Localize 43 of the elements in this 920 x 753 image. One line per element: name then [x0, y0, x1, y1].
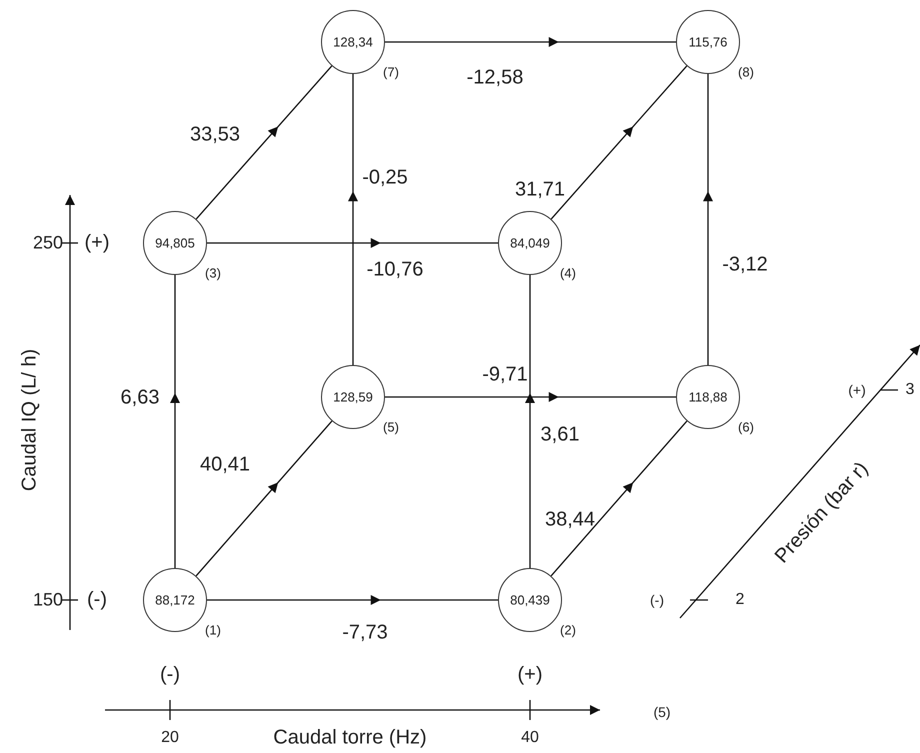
node-number: (2) — [560, 622, 576, 638]
node-number: (8) — [738, 64, 754, 80]
edge-label: 33,53 — [190, 124, 240, 146]
edge-label: -10,76 — [366, 258, 424, 282]
level-sign: (-) — [160, 664, 180, 686]
edge-label: 6,63 — [120, 386, 160, 410]
edge-label: -9,71 — [482, 364, 528, 386]
tick-label: 20 — [161, 729, 179, 747]
edge-label: 40,41 — [200, 454, 250, 476]
node-number: (3) — [205, 266, 221, 280]
axis-title: Caudal torre (Hz) — [273, 726, 427, 750]
node-value: 128,59 — [332, 390, 374, 404]
node-value: 128,34 — [332, 34, 374, 50]
level-sign: (+) — [518, 664, 542, 686]
edge-label: 3,61 — [540, 424, 580, 446]
tick-label: 150 — [32, 590, 64, 610]
level-sign: (-) — [650, 592, 664, 608]
node-number: (6) — [738, 420, 754, 434]
edge-label: -3,12 — [722, 254, 768, 276]
node-value: 84,049 — [509, 236, 551, 250]
node-number: (4) — [560, 266, 576, 280]
node-value: 118,88 — [688, 390, 728, 404]
node-value: 80,439 — [509, 592, 551, 608]
node-value: 88,172 — [154, 592, 196, 608]
node-number: (5) — [383, 420, 399, 434]
node-value: 115,76 — [688, 34, 728, 50]
level-sign: (-) — [87, 588, 107, 612]
node-value: 94,805 — [154, 236, 196, 250]
level-sign: (+) — [848, 382, 866, 398]
edge-label: 31,71 — [514, 178, 566, 202]
node-number: (7) — [383, 64, 399, 80]
edge-label: 38,44 — [544, 508, 596, 532]
level-sign: (+) — [84, 232, 110, 254]
tick-label: 2 — [736, 591, 744, 609]
tick-label: 40 — [521, 729, 539, 747]
note: (5) — [653, 704, 671, 720]
axis-title: Caudal IQ (L/ h) — [18, 348, 42, 492]
tick-label: 250 — [32, 232, 64, 254]
edge-label: -12,58 — [466, 66, 524, 90]
node-number: (1) — [205, 622, 221, 638]
tick-label: 3 — [906, 381, 914, 399]
edge-label: -7,73 — [342, 622, 388, 644]
edge-label: -0,25 — [362, 166, 408, 190]
